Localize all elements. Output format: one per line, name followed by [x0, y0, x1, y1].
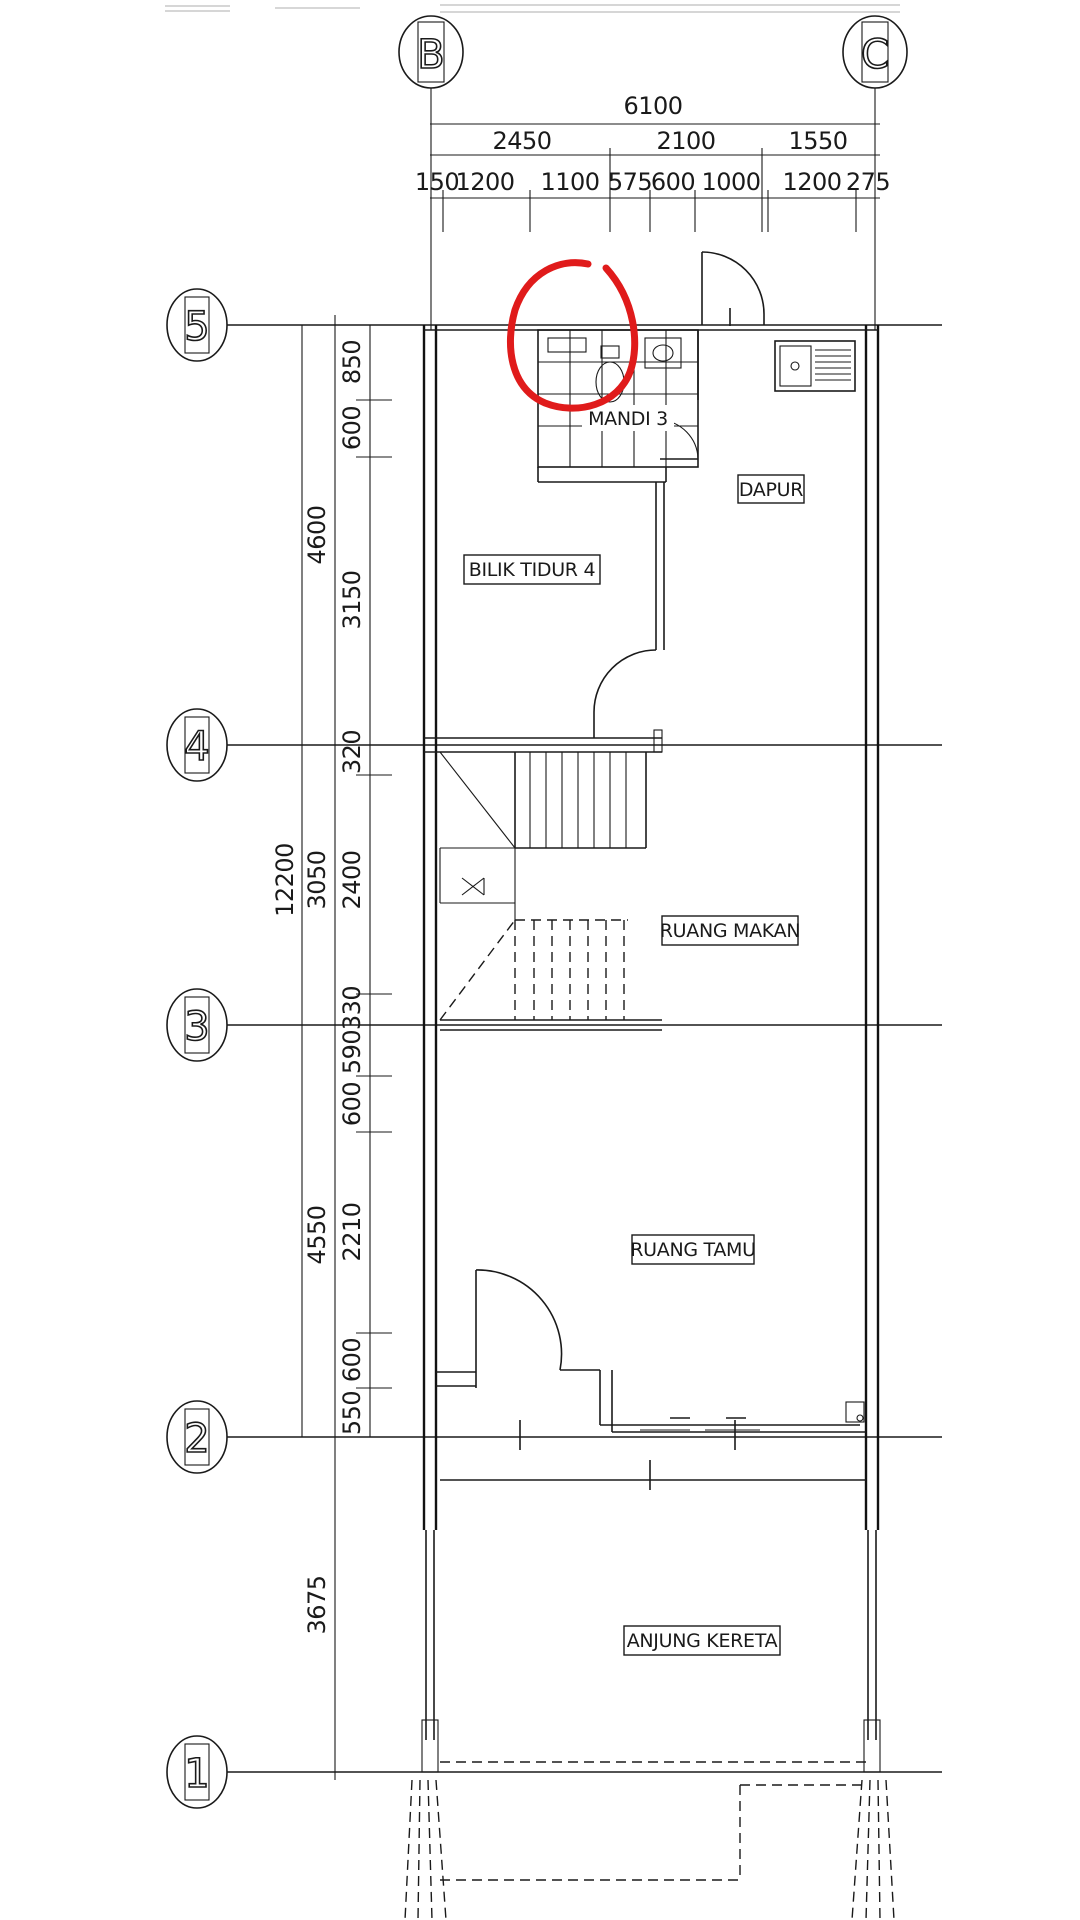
- top-dimensions: 6100 2450 2100 1550 150 1200 1100 575 60…: [415, 92, 891, 232]
- grid-label-c: C: [861, 32, 889, 78]
- svg-text:DAPUR: DAPUR: [739, 479, 803, 501]
- room-anjung-kereta: ANJUNG KERETA: [623, 1625, 781, 1656]
- left-dimensions: 12200 4600 3050 4550 3675 850 600 3150 3…: [271, 315, 392, 1780]
- grid-bubble-3: 3: [166, 988, 228, 1062]
- mandi-label-bg: [582, 405, 674, 431]
- svg-text:2: 2: [184, 1416, 209, 1462]
- dim-600: 600: [651, 168, 695, 196]
- dim-600-b: 600: [338, 1082, 366, 1126]
- dim-1550: 1550: [788, 127, 847, 155]
- svg-text:RUANG MAKAN: RUANG MAKAN: [660, 920, 801, 942]
- dim-2450: 2450: [492, 127, 551, 155]
- dim-1200b: 1200: [782, 168, 841, 196]
- dim-575: 575: [608, 168, 652, 196]
- dim-3675: 3675: [303, 1575, 331, 1634]
- dim-1000: 1000: [701, 168, 760, 196]
- dim-4550: 4550: [303, 1205, 331, 1264]
- grid-label-b: B: [417, 32, 444, 78]
- dim-1100: 1100: [540, 168, 599, 196]
- svg-text:5: 5: [184, 304, 209, 350]
- room-dapur: DAPUR: [737, 474, 805, 504]
- svg-text:BILIK TIDUR 4: BILIK TIDUR 4: [469, 559, 596, 581]
- svg-text:ANJUNG KERETA: ANJUNG KERETA: [627, 1630, 778, 1652]
- dim-1200a: 1200: [455, 168, 514, 196]
- dim-150: 150: [415, 168, 459, 196]
- scan-noise: [165, 4, 900, 13]
- dim-3050: 3050: [303, 850, 331, 909]
- main-entrance: [436, 1269, 866, 1490]
- dim-275: 275: [846, 168, 890, 196]
- svg-text:3: 3: [184, 1004, 209, 1050]
- red-markup-circle: [506, 259, 639, 412]
- dim-2400: 2400: [338, 850, 366, 909]
- dim-3150: 3150: [338, 570, 366, 629]
- dim-600-a: 600: [338, 406, 366, 450]
- dim-2210: 2210: [338, 1202, 366, 1261]
- dim-550: 550: [338, 1391, 366, 1435]
- room-bilik-tidur: BILIK TIDUR 4: [463, 554, 601, 585]
- dim-600-c: 600: [338, 1338, 366, 1382]
- grid-bubble-5: 5: [166, 288, 228, 362]
- dim-330: 330: [338, 986, 366, 1030]
- dim-320: 320: [338, 730, 366, 774]
- bedroom-partition: [593, 482, 665, 738]
- svg-text:4: 4: [184, 724, 209, 770]
- kitchen-sink-icon: [774, 340, 856, 392]
- svg-text:RUANG TAMU: RUANG TAMU: [630, 1239, 756, 1261]
- grid-bubble-2: 2: [166, 1400, 228, 1474]
- grid-row-lines: [227, 324, 942, 1773]
- grid-bubble-c: C: [842, 15, 908, 89]
- dim-2100: 2100: [656, 127, 715, 155]
- dim-4600: 4600: [303, 505, 331, 564]
- room-mandi: MANDI 3: [588, 408, 668, 430]
- dim-850: 850: [338, 340, 366, 384]
- dim-590: 590: [338, 1030, 366, 1074]
- staircase: [424, 729, 663, 1031]
- grid-bubble-b: B: [398, 15, 464, 89]
- dim-12200: 12200: [271, 843, 299, 917]
- room-ruang-tamu: RUANG TAMU: [630, 1234, 756, 1265]
- grid-bubble-1: 1: [166, 1735, 228, 1809]
- porch-outline: [404, 1761, 895, 1920]
- outer-walls: [421, 325, 881, 1773]
- svg-text:1: 1: [184, 1751, 209, 1797]
- kitchen-door: [701, 251, 765, 326]
- dim-total: 6100: [623, 92, 682, 120]
- grid-bubble-4: 4: [166, 708, 228, 782]
- room-ruang-makan: RUANG MAKAN: [660, 915, 801, 946]
